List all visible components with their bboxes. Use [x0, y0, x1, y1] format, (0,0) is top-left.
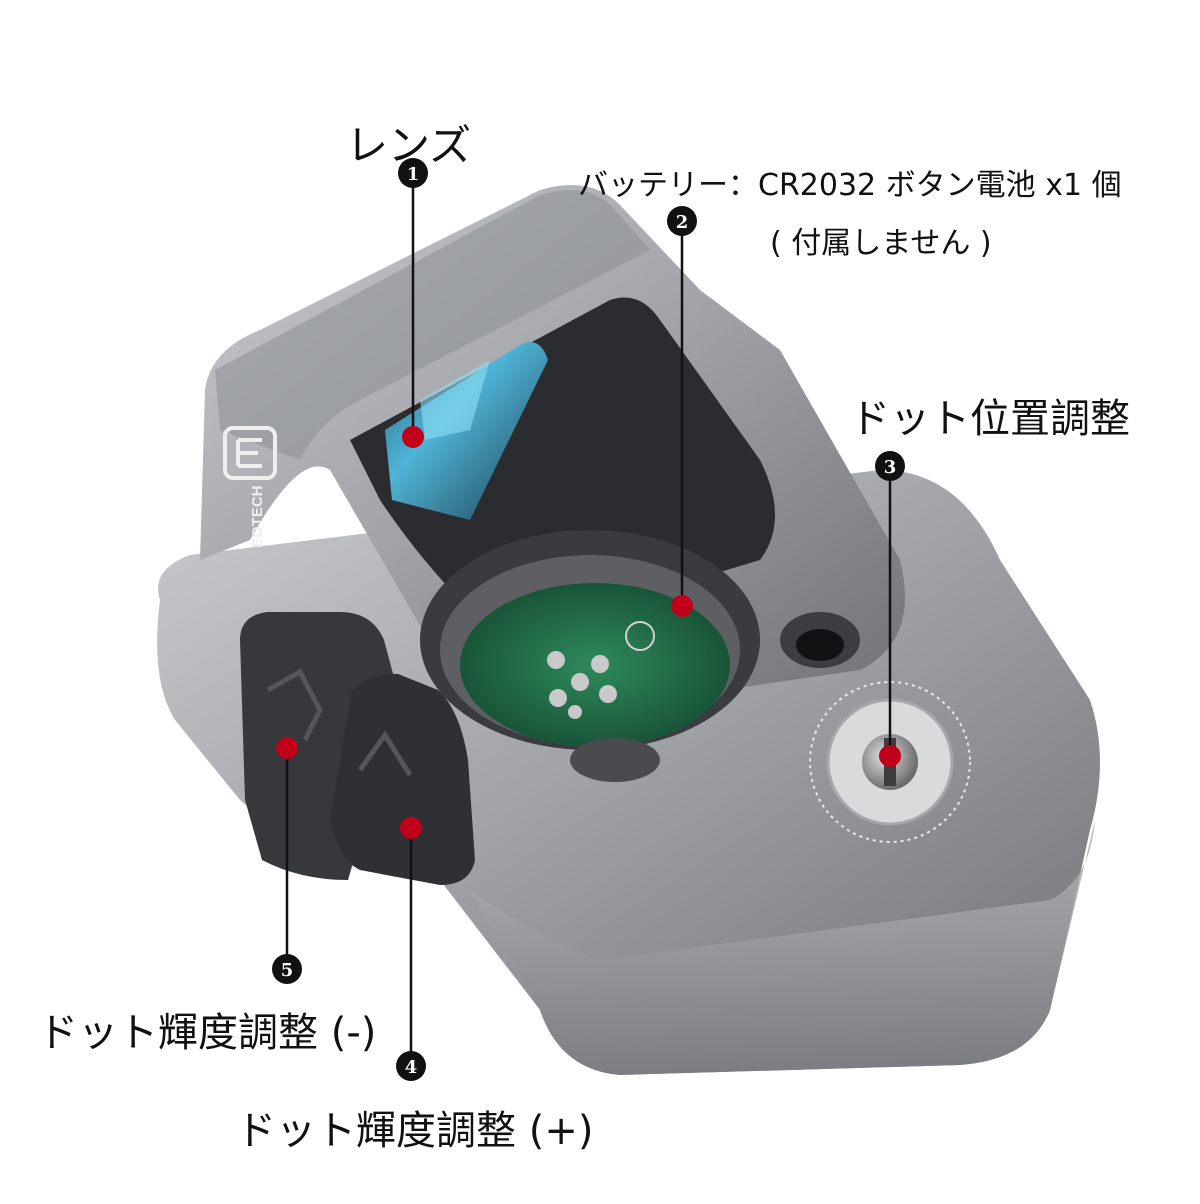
- marker-4-number: 4: [405, 1057, 418, 1078]
- mount-hole-rear-inner: [796, 629, 844, 661]
- number-marker-icon: [396, 1051, 426, 1081]
- callout-label-brightness-plus: ドット輝度調整 (+): [236, 1108, 594, 1154]
- marker-3: 3: [875, 451, 905, 481]
- marker-5: 5: [272, 954, 302, 984]
- number-marker-icon: [667, 206, 697, 236]
- callout-dot-icon: [276, 737, 298, 759]
- window-cavity: [350, 297, 775, 620]
- marker-1: 1: [398, 158, 428, 188]
- number-marker-icon: [398, 158, 428, 188]
- plus-button-glyph: [357, 730, 413, 777]
- callout-dot-icon: [671, 595, 693, 617]
- callout-dot-icon: [879, 745, 901, 767]
- callout-label-lens: レンズ: [346, 121, 472, 170]
- marker-3-number: 3: [884, 457, 897, 478]
- marker-2-number: 2: [676, 212, 689, 233]
- pcb-contacts: [547, 651, 617, 719]
- hood-top-bevel: [215, 190, 650, 460]
- callout-label-battery-note: ( 付属しません ): [770, 226, 992, 261]
- marker-4: 4: [396, 1051, 426, 1081]
- lens-highlight: [420, 360, 490, 440]
- callout-dots: [276, 426, 901, 839]
- number-marker-icon: [272, 954, 302, 984]
- callout-label-battery: バッテリー：CR2032 ボタン電池 x1 個: [578, 168, 1122, 203]
- eotech-logo-box: [223, 426, 277, 480]
- callout-label-brightness-minus: ドット輝度調整 (-): [38, 1010, 377, 1056]
- mount-hole-front: [570, 738, 660, 782]
- eotech-logo-text: EOTECH: [249, 485, 266, 548]
- eotech-logo-e: [236, 438, 262, 468]
- callout-dot-icon: [400, 817, 422, 839]
- minus-button-glyph: [266, 668, 323, 742]
- marker-5-number: 5: [281, 960, 294, 981]
- callout-label-dot-position: ドット位置調整: [850, 396, 1130, 442]
- adjustment-dial-ring: [809, 681, 971, 843]
- callout-dot-icon: [402, 426, 424, 448]
- marker-2: 2: [667, 206, 697, 236]
- number-marker-icon: [875, 451, 905, 481]
- brightness-plus-button[interactable]: [330, 673, 475, 885]
- sight-side-face: [470, 820, 1095, 1075]
- marker-1-number: 1: [407, 164, 420, 185]
- lens-glass: [385, 342, 548, 520]
- pcb-minus-mark: [625, 621, 655, 651]
